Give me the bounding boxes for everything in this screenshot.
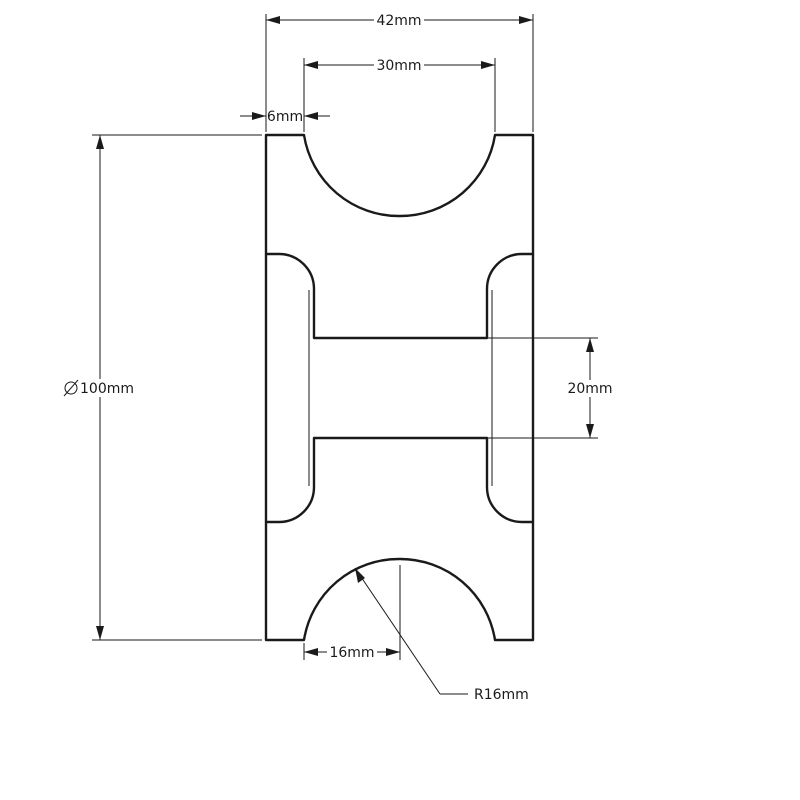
overall-width-label: 42mm — [376, 13, 421, 29]
arrow-up — [96, 135, 104, 149]
groove-radius-label: R16mm — [474, 687, 529, 703]
arrow-right — [252, 112, 266, 120]
diameter-dimension: 100mm — [60, 134, 262, 641]
arrow-up — [586, 338, 594, 352]
diameter-symbol — [63, 379, 79, 397]
arrow-left — [266, 16, 280, 24]
arrow-right — [519, 16, 533, 24]
groove-width-dimension: 30mm — [303, 57, 496, 132]
groove-radius-callout: R16mm — [354, 567, 529, 703]
pulley-section — [264, 133, 535, 642]
flange-width-label: 6mm — [267, 109, 303, 125]
bore-dimension: 20mm — [487, 337, 617, 439]
pulley-lower-solid — [264, 436, 535, 642]
bore-label: 20mm — [567, 381, 612, 397]
diameter-label: 100mm — [80, 381, 134, 397]
groove-half-label: 16mm — [329, 645, 374, 661]
arrow-radius — [355, 568, 365, 583]
pulley-upper-solid — [264, 133, 535, 340]
arrow-left — [304, 61, 318, 69]
arrow-right — [481, 61, 495, 69]
arrow-left — [304, 648, 318, 656]
flange-width-dimension: 6mm — [240, 109, 330, 125]
arrow-left — [304, 112, 318, 120]
arrow-right — [386, 648, 400, 656]
arrow-down — [586, 424, 594, 438]
arrow-down — [96, 626, 104, 640]
groove-half-dimension: 16mm — [303, 565, 401, 661]
overall-width-dimension: 42mm — [265, 12, 534, 132]
groove-width-label: 30mm — [376, 58, 421, 74]
